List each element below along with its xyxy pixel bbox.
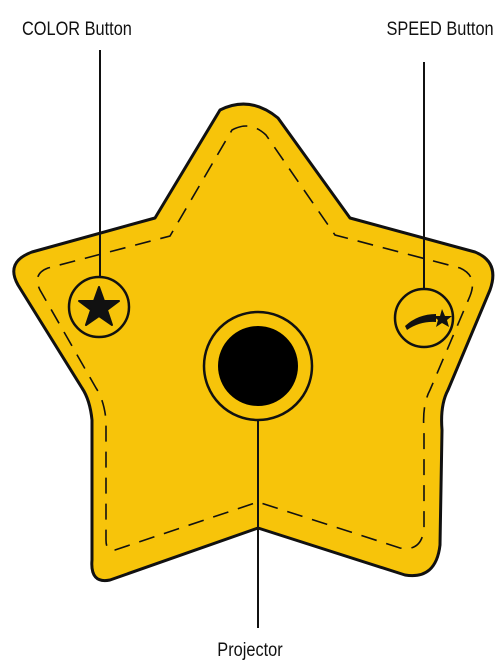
projector-label: Projector [35, 641, 465, 660]
speed-button-label: SPEED Button [387, 20, 494, 39]
color-button-label: COLOR Button [22, 20, 132, 39]
color-button[interactable] [69, 277, 129, 337]
projector [204, 312, 312, 420]
projector-lens [218, 326, 298, 406]
speed-button[interactable] [395, 289, 453, 347]
